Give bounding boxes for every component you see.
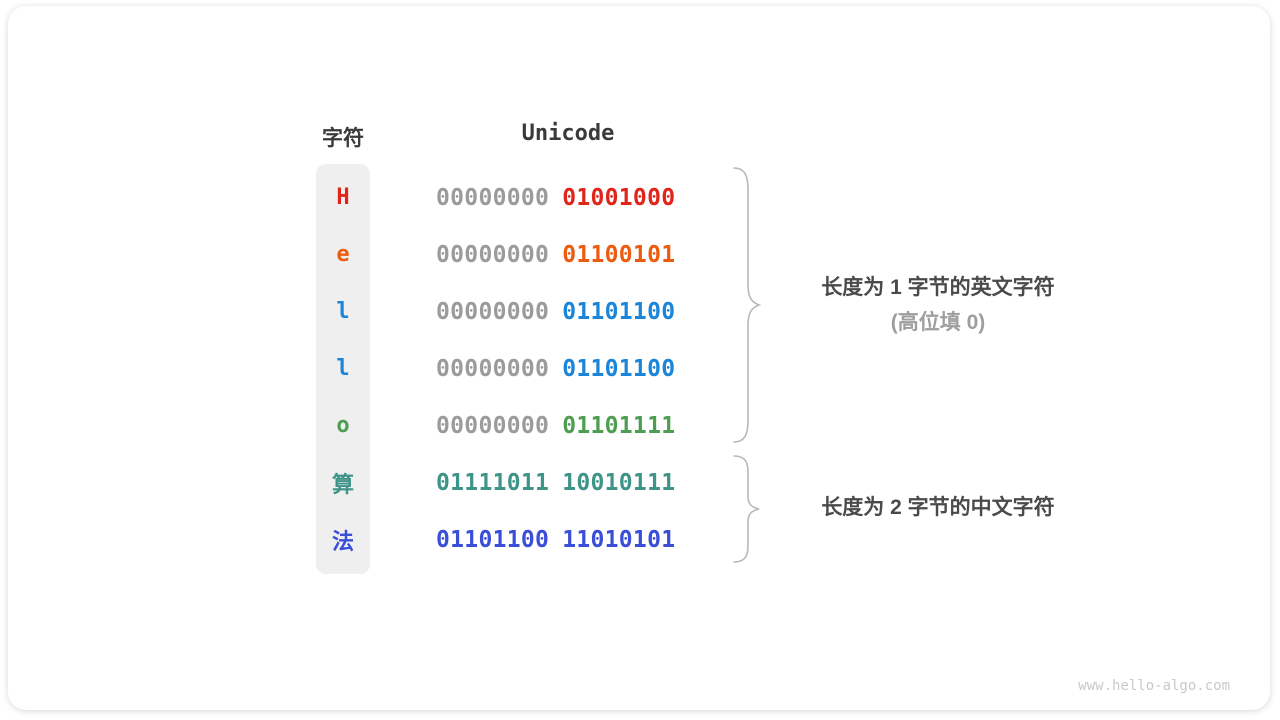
unicode-binary: 00000000 01100101: [436, 242, 675, 268]
unicode-byte-high: 01111011: [436, 469, 550, 496]
unicode-byte-high: 00000000: [436, 184, 550, 211]
unicode-byte-high: 01101100: [436, 526, 550, 553]
annotation-english-chars: 长度为 1 字节的英文字符 (高位填 0): [766, 273, 1110, 338]
unicode-byte-low: 01101111: [562, 412, 676, 439]
unicode-binary: 00000000 01101100: [436, 299, 675, 325]
unicode-byte-high: 00000000: [436, 241, 550, 268]
unicode-byte-low: 01101100: [562, 355, 676, 382]
encoding-row: l 00000000 01101100: [316, 283, 675, 340]
unicode-byte-low: 01001000: [562, 184, 676, 211]
character-label: e: [336, 242, 350, 267]
unicode-byte-low: 01100101: [562, 241, 676, 268]
annotation-chinese-chars: 长度为 2 字节的中文字符: [766, 493, 1110, 523]
unicode-binary: 00000000 01101100: [436, 356, 675, 382]
character-label: 算: [331, 472, 354, 498]
unicode-byte-high: 00000000: [436, 298, 550, 325]
unicode-binary: 01101100 11010101: [436, 527, 675, 553]
character-label: l: [336, 299, 350, 324]
brace-english-group: [733, 167, 762, 443]
encoding-row: e 00000000 01100101: [316, 226, 675, 283]
unicode-byte-low: 10010111: [562, 469, 676, 496]
encoding-row: 法 01101100 11010101: [316, 511, 675, 568]
encoding-row: H 00000000 01001000: [316, 169, 675, 226]
watermark-url: www.hello-algo.com: [1078, 678, 1230, 694]
annotation-english-line2: (高位填 0): [890, 311, 986, 334]
unicode-binary: 01111011 10010111: [436, 470, 675, 496]
encoding-row: o 00000000 01101111: [316, 397, 675, 454]
encoding-row: l 00000000 01101100: [316, 340, 675, 397]
column-header-unicode: Unicode: [521, 121, 615, 146]
character-label: H: [336, 185, 350, 210]
annotation-english-line1: 长度为 1 字节的英文字符: [821, 276, 1055, 299]
diagram-card: 字符 Unicode H 00000000 01001000 e 00000000…: [8, 6, 1270, 710]
unicode-byte-low: 11010101: [562, 526, 676, 553]
annotation-chinese-line1: 长度为 2 字节的中文字符: [821, 496, 1055, 519]
character-label: 法: [331, 529, 354, 555]
encoding-row: 算 01111011 10010111: [316, 454, 675, 511]
encoding-rows: H 00000000 01001000 e 00000000 01100101 l …: [316, 169, 675, 568]
unicode-byte-high: 00000000: [436, 355, 550, 382]
character-label: l: [336, 356, 350, 381]
character-label: o: [336, 413, 350, 438]
unicode-binary: 00000000 01001000: [436, 185, 675, 211]
brace-chinese-group: [733, 455, 760, 563]
character-column-background: [316, 164, 370, 574]
unicode-byte-high: 00000000: [436, 412, 550, 439]
unicode-byte-low: 01101100: [562, 298, 676, 325]
column-header-character: 字符: [322, 127, 364, 150]
unicode-binary: 00000000 01101111: [436, 413, 675, 439]
